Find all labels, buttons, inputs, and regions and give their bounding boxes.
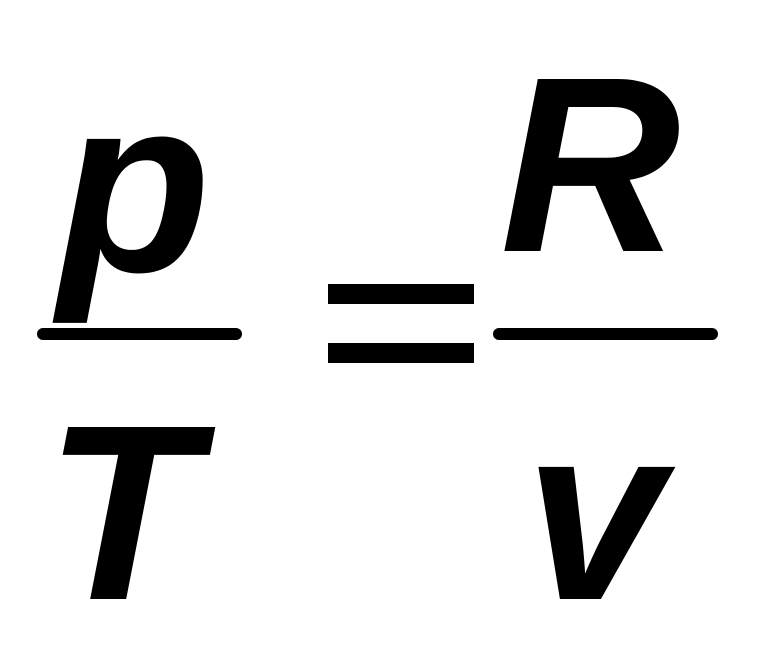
left-numerator: p <box>58 45 211 324</box>
equals-sign-bottom-bar <box>328 343 474 363</box>
right-numerator: R <box>500 25 681 304</box>
right-denominator: v <box>525 373 665 652</box>
left-fraction-bar <box>37 328 242 340</box>
right-fraction-bar <box>493 328 718 340</box>
equals-sign-top-bar <box>328 284 474 304</box>
left-denominator: T <box>45 373 198 652</box>
